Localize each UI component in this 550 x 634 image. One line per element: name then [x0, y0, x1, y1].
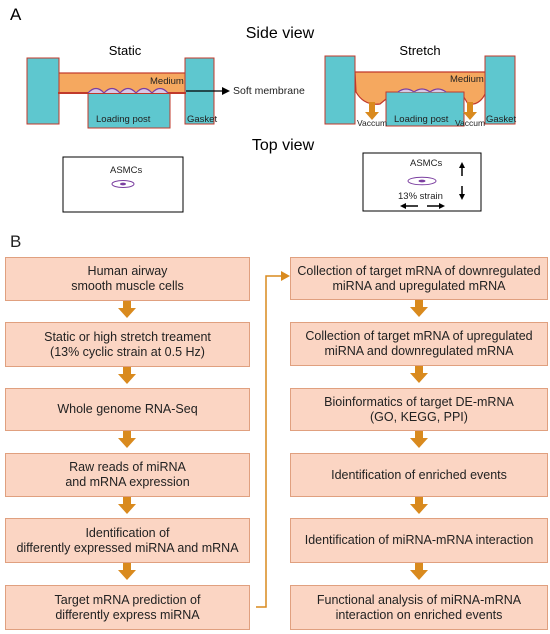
flow-arrow-icon	[118, 301, 136, 318]
step-collect-up-mirna: Collection of target mRNA of upregulated…	[290, 322, 548, 366]
stretch-asmcs-label: ASMCs	[410, 158, 442, 169]
stretch-gasket-label: Gasket	[486, 114, 516, 125]
static-top-view: ASMCs	[62, 156, 184, 213]
step-bioinformatics: Bioinformatics of target DE-mRNA (GO, KE…	[290, 388, 548, 431]
step-collect-down-mirna: Collection of target mRNA of downregulat…	[290, 257, 548, 300]
strain-label: 13% strain	[398, 191, 443, 202]
flow-arrow-icon	[410, 563, 428, 580]
static-medium-label: Medium	[150, 76, 184, 87]
static-asmcs-label: ASMCs	[110, 165, 142, 176]
step-rna-seq: Whole genome RNA-Seq	[5, 388, 250, 431]
panel-a-diagram: A Side view Static Stretch Medium Loadin…	[10, 5, 516, 213]
flow-arrow-icon	[410, 497, 428, 514]
cell-icon	[397, 88, 415, 93]
flow-arrow-icon	[118, 431, 136, 448]
side-view-title: Side view	[246, 25, 315, 42]
flow-arrow-icon	[410, 431, 428, 448]
static-title: Static	[109, 43, 142, 58]
stretch-cells	[397, 88, 447, 93]
cell-icon	[151, 87, 169, 94]
flow-arrow-icon	[118, 367, 136, 384]
step-stretch-treatment: Static or high stretch treament (13% cyc…	[5, 322, 250, 367]
static-loading-post-label: Loading post	[96, 114, 151, 125]
stretch-loading-post-label: Loading post	[394, 114, 449, 125]
cell-icon	[119, 87, 137, 94]
step-target-prediction: Target mRNA prediction of differently ex…	[5, 585, 250, 630]
step-human-airway-cells: Human airway smooth muscle cells	[5, 257, 250, 301]
step-raw-reads: Raw reads of miRNA and mRNA expression	[5, 453, 250, 497]
static-gasket-left	[26, 57, 60, 125]
step-enriched-events: Identification of enriched events	[290, 453, 548, 497]
static-side-view: Medium Loading post Gasket Soft membrane	[26, 57, 305, 129]
vacuum-arrow-left-icon	[365, 102, 379, 120]
static-cell-icon	[111, 180, 135, 188]
stretch-nucleus-icon	[418, 179, 426, 183]
column-link-connector	[256, 275, 284, 608]
arrow-head-icon	[439, 203, 445, 209]
flow-arrow-icon	[410, 300, 428, 317]
arrow-head-icon	[459, 162, 465, 168]
stretch-cell-icon	[407, 176, 437, 186]
stretch-gasket-left	[324, 55, 356, 125]
cell-icon	[103, 87, 121, 94]
panel-b-letter: B	[10, 232, 22, 251]
static-well-outline	[62, 156, 184, 213]
stretch-side-view: Medium Vaccum Loading post Vaccum Gasket	[324, 55, 516, 128]
top-view-title: Top view	[252, 137, 315, 154]
panel-a-letter: A	[10, 5, 22, 24]
stretch-title: Stretch	[399, 43, 440, 58]
static-cells	[87, 87, 169, 94]
soft-membrane-label: Soft membrane	[233, 85, 305, 97]
flow-arrow-icon	[118, 563, 136, 580]
stretch-gasket-right	[484, 55, 516, 125]
stretch-medium-label: Medium	[450, 74, 484, 85]
cell-icon	[429, 88, 447, 93]
cell-icon	[87, 87, 105, 94]
vacuum-left-label: Vaccum	[357, 118, 387, 128]
stretch-well-outline	[362, 152, 482, 212]
step-identify-de: Identification of differently expressed …	[5, 518, 250, 563]
cell-icon	[135, 87, 153, 94]
static-nucleus-icon	[120, 182, 126, 186]
step-mirna-mrna-interaction: Identification of miRNA-mRNA interaction	[290, 518, 548, 563]
static-gasket-label: Gasket	[187, 114, 217, 125]
stretch-top-view: ASMCs 13% strain	[362, 152, 482, 212]
column-link-arrow-icon	[281, 271, 290, 281]
stretch-loading-post	[385, 91, 465, 127]
cell-icon	[413, 88, 431, 93]
arrow-head-icon	[459, 194, 465, 200]
vacuum-right-label: Vaccum	[455, 118, 485, 128]
vacuum-arrow-right-icon	[463, 102, 477, 120]
flow-arrow-icon	[118, 497, 136, 514]
arrow-head-icon	[400, 203, 406, 209]
arrow-head-icon	[222, 87, 230, 95]
flow-arrow-icon	[410, 366, 428, 383]
step-functional-analysis: Functional analysis of miRNA-mRNA intera…	[290, 585, 548, 630]
